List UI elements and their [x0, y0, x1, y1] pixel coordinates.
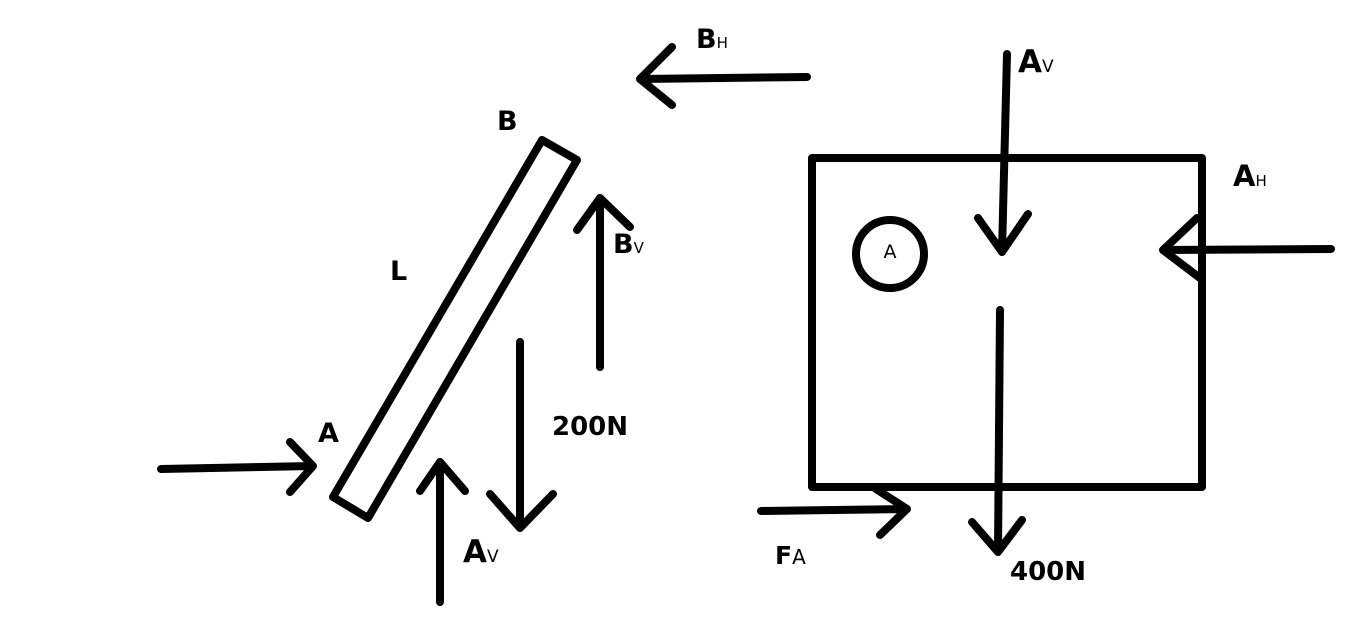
label-a: A: [318, 418, 339, 449]
arrow-bv: [573, 194, 634, 371]
label-l: L: [390, 256, 407, 287]
pivot-label: A: [884, 241, 897, 263]
arrow-400n: [968, 306, 1026, 556]
arrow-200n: [486, 338, 557, 532]
label-bv: BV: [613, 229, 645, 260]
arrow-av-right: [974, 50, 1032, 256]
pivot-circle: [852, 216, 928, 292]
label-av-left: AV: [463, 534, 499, 570]
label-ah: AH: [1233, 159, 1267, 193]
label-av-right: AV: [1018, 44, 1054, 80]
rod: [329, 136, 581, 522]
arrow-a-horizontal: [157, 438, 317, 496]
label-200n: 200N: [552, 412, 628, 442]
label-b: B: [497, 106, 518, 137]
arrow-fa: [757, 485, 911, 539]
label-bh: BH: [696, 24, 728, 55]
label-fa: FA: [775, 541, 806, 570]
arrow-ah: [1159, 214, 1335, 282]
arrow-av-left: [416, 458, 469, 606]
arrow-bh: [636, 43, 811, 109]
label-400n: 400N: [1010, 557, 1086, 587]
